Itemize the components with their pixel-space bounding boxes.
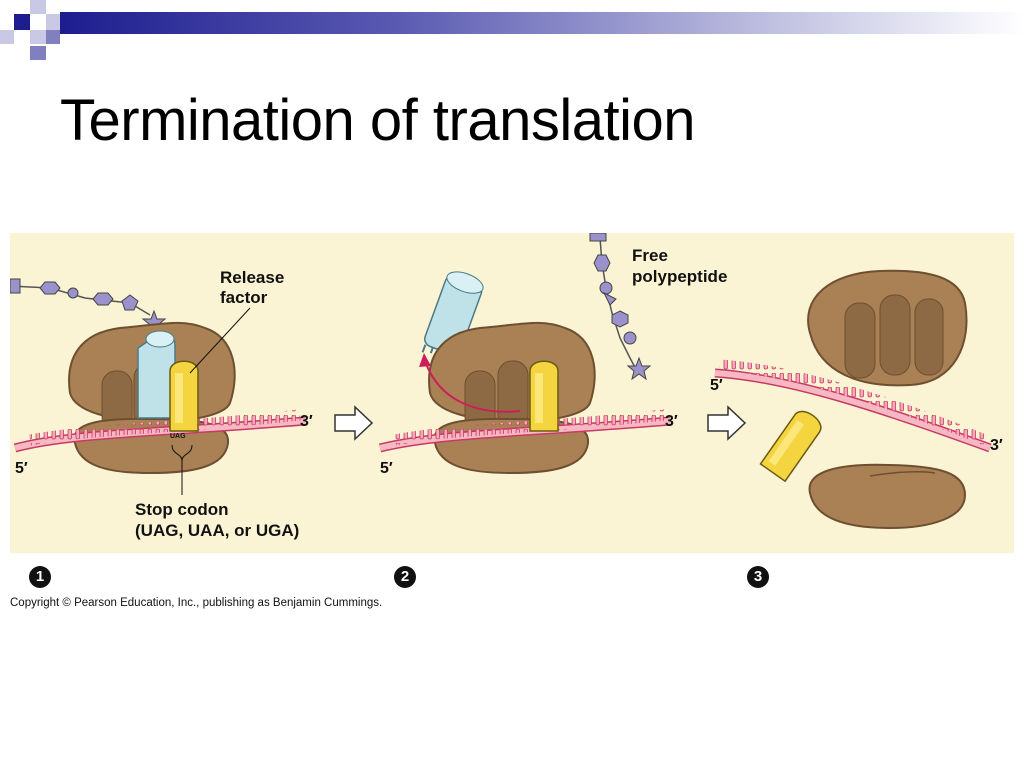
release-factor-3 — [759, 410, 822, 483]
release-factor-pointer — [189, 307, 251, 374]
figure-svg: UAG Release factor Stop codon (UAG, UAA,… — [10, 233, 1003, 540]
free-polypeptide — [589, 233, 652, 381]
panel-2: Free polypeptide 3′ 5′ — [378, 233, 727, 477]
five-prime-label-2: 5′ — [380, 460, 393, 477]
release-factor-label-2: factor — [220, 288, 268, 307]
three-prime-label-2: 3′ — [665, 413, 678, 430]
stop-codon-label-1: Stop codon — [135, 500, 228, 519]
panel-1: UAG Release factor Stop codon (UAG, UAA,… — [10, 268, 313, 540]
polypeptide-chain-1 — [10, 278, 167, 334]
mrna-strand-1 — [13, 409, 306, 453]
ribosome-small-subunit-3 — [808, 463, 967, 530]
step-badge-1: 1 — [29, 566, 51, 588]
three-prime-label-3: 3′ — [990, 437, 1003, 454]
release-factor-1 — [169, 360, 199, 432]
mrna-strand-2 — [378, 409, 671, 453]
copyright-notice: Copyright © Pearson Education, Inc., pub… — [10, 597, 383, 609]
release-factor-label-1: Release — [220, 268, 284, 287]
release-factor-2 — [529, 360, 559, 432]
title-bar-gradient — [60, 12, 1024, 34]
corner-decoration — [0, 0, 80, 64]
slide-title: Termination of translation — [60, 88, 696, 153]
translation-figure: UAG Release factor Stop codon (UAG, UAA,… — [10, 233, 1014, 553]
five-prime-label-1: 5′ — [15, 460, 28, 477]
stop-codon-letters: UAG — [170, 433, 186, 440]
step-badge-3: 3 — [747, 566, 769, 588]
free-polypeptide-label-2: polypeptide — [632, 267, 727, 286]
panel-3: 5′ 3′ — [710, 269, 1003, 530]
release-arrow — [424, 360, 521, 413]
step-arrow-1 — [334, 405, 374, 441]
three-prime-label-1: 3′ — [300, 413, 313, 430]
mrna-strand-3 — [714, 359, 992, 453]
five-prime-label-3: 5′ — [710, 377, 723, 394]
free-polypeptide-label-1: Free — [632, 246, 668, 265]
step-badge-2: 2 — [394, 566, 416, 588]
stop-codon-label-2: (UAG, UAA, or UGA) — [135, 521, 299, 540]
step-arrow-2 — [707, 405, 747, 441]
